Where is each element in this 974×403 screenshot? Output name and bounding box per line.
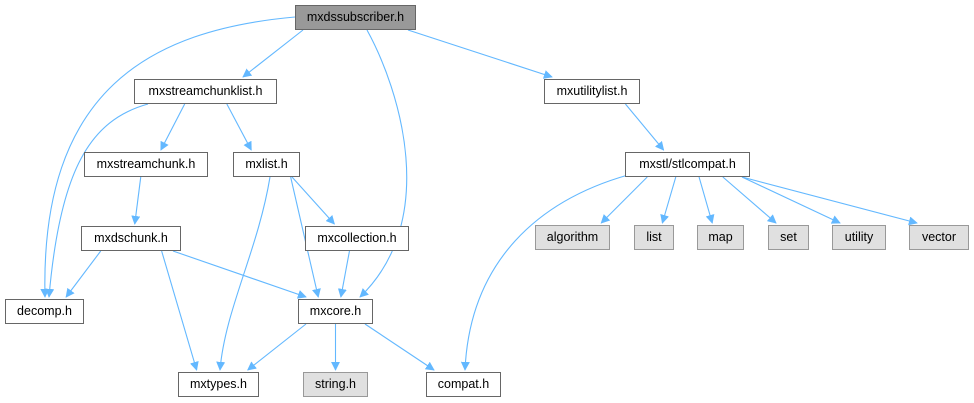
node-stlcompat[interactable]: mxstl/stlcompat.h [625, 152, 750, 177]
node-mxcollection[interactable]: mxcollection.h [305, 226, 409, 251]
edge-mxcore-to-compat [364, 323, 435, 371]
edge-mxstreamchunklist-to-mxlist [226, 103, 252, 151]
edge-mxdschunk-to-decomp [65, 250, 102, 298]
edge-stlcompat-to-map [698, 176, 715, 224]
node-mxdssubscriber[interactable]: mxdssubscriber.h [295, 5, 416, 30]
edge-mxutilitylist-to-stlcompat [625, 103, 665, 151]
edge-stlcompat-to-compat [460, 174, 629, 371]
node-mxcore[interactable]: mxcore.h [298, 299, 373, 324]
edge-mxstreamchunklist-to-mxstreamchunk [160, 103, 186, 151]
node-mxutilitylist[interactable]: mxutilitylist.h [544, 79, 640, 104]
edge-stlcompat-to-list [660, 176, 677, 224]
edge-mxdssubscriber-to-mxutilitylist [407, 29, 553, 79]
edge-mxstreamchunklist-to-decomp [45, 103, 149, 298]
node-algorithm[interactable]: algorithm [535, 225, 610, 250]
node-utility[interactable]: utility [832, 225, 886, 250]
edge-stlcompat-to-algorithm [600, 176, 648, 224]
node-mxdschunk[interactable]: mxdschunk.h [81, 226, 181, 251]
edge-mxdschunk-to-mxtypes [161, 250, 199, 371]
edge-mxcollection-to-mxcore [337, 250, 351, 298]
edge-mxlist-to-mxcollection [291, 176, 335, 225]
edge-mxdssubscriber-to-mxstreamchunklist [242, 29, 304, 78]
node-decomp[interactable]: decomp.h [5, 299, 84, 324]
node-map[interactable]: map [697, 225, 744, 250]
edge-mxdschunk-to-mxcore [172, 250, 307, 299]
edge-stlcompat-to-vector [741, 176, 918, 226]
edge-mxdssubscriber-to-decomp [40, 16, 296, 298]
node-list[interactable]: list [634, 225, 674, 250]
node-vector[interactable]: vector [909, 225, 969, 250]
edge-mxcore-to-mxtypes [247, 323, 307, 371]
node-mxstreamchunklist[interactable]: mxstreamchunklist.h [134, 79, 277, 104]
edge-mxdssubscriber-to-mxcore [359, 29, 408, 298]
node-string[interactable]: string.h [303, 372, 368, 397]
edge-mxlist-to-mxtypes [216, 176, 271, 371]
edge-stlcompat-to-utility [741, 176, 841, 224]
node-set[interactable]: set [768, 225, 809, 250]
edge-stlcompat-to-set [722, 176, 777, 224]
node-mxstreamchunk[interactable]: mxstreamchunk.h [84, 152, 208, 177]
node-compat[interactable]: compat.h [426, 372, 501, 397]
edge-mxlist-to-mxcore [290, 176, 321, 298]
node-mxtypes[interactable]: mxtypes.h [178, 372, 259, 397]
node-mxlist[interactable]: mxlist.h [233, 152, 300, 177]
edge-mxstreamchunk-to-mxdschunk [131, 176, 142, 225]
